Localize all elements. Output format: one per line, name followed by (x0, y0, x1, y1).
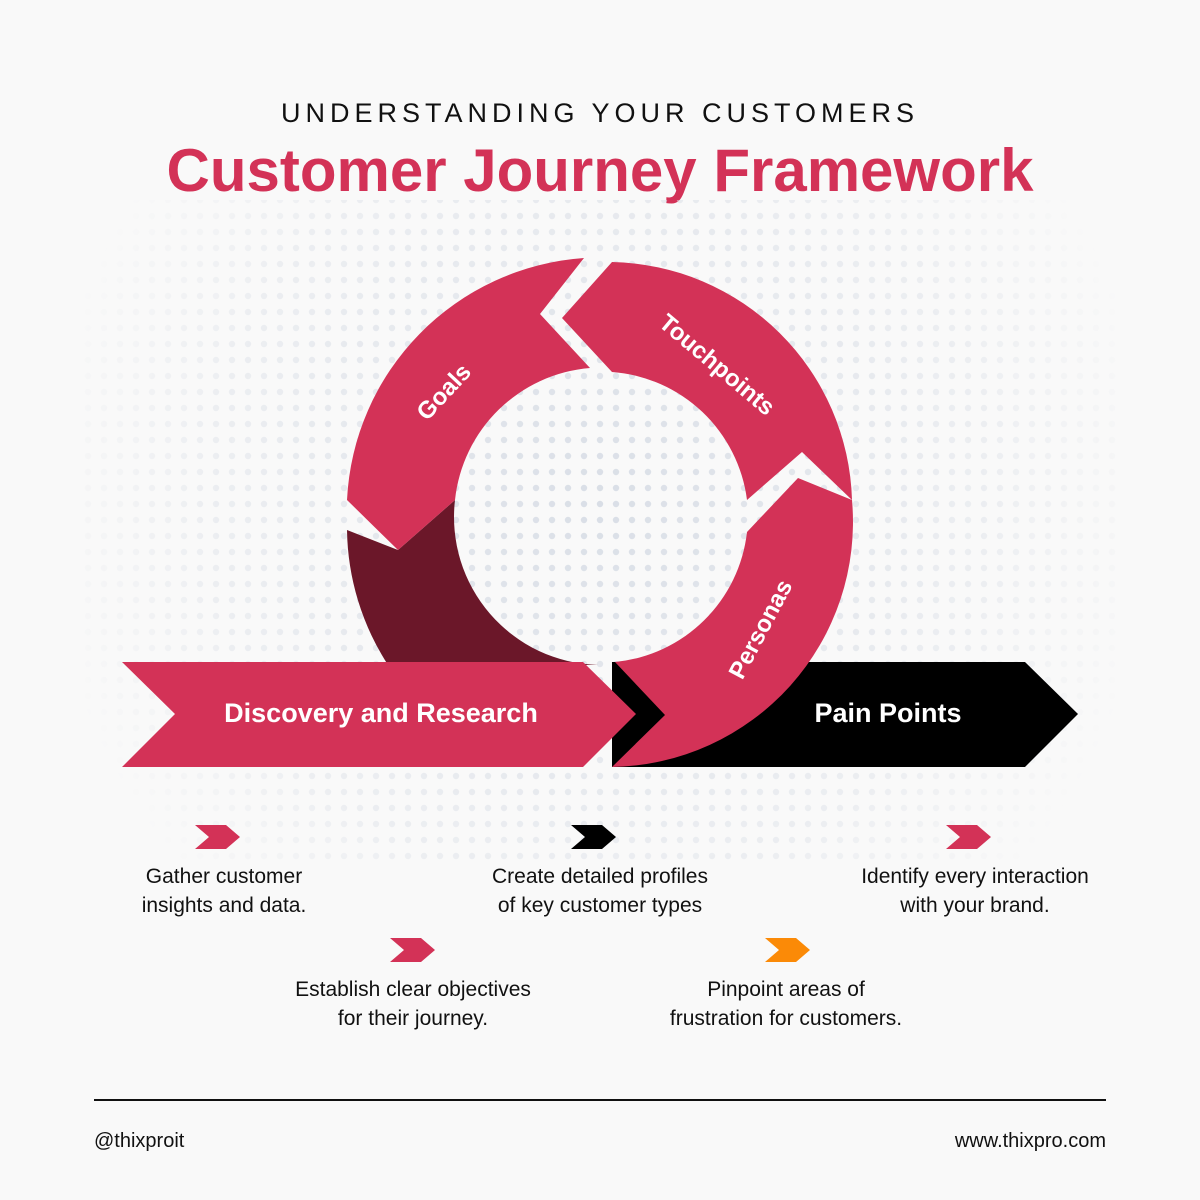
chevron-icon-frustration (765, 938, 810, 962)
eyebrow-heading: UNDERSTANDING YOUR CUSTOMERS (280, 98, 920, 128)
description-gather: Gather customer insights and data. (141, 865, 307, 917)
discovery-arrow (122, 662, 636, 767)
touchpoints-segment (562, 262, 852, 500)
goals-tail-segment (347, 500, 598, 665)
chevron-icon-gather (195, 825, 240, 849)
goals-segment (347, 258, 590, 550)
personas-segment (612, 478, 853, 767)
page-title: Customer Journey Framework (166, 137, 1034, 204)
social-handle: @thixproit (94, 1130, 185, 1152)
website-link[interactable]: www.thixpro.com (954, 1130, 1106, 1152)
description-profiles: Create detailed profiles of key customer… (492, 865, 708, 917)
chevron-icon-interaction (946, 825, 991, 849)
chevron-icon-objectives (390, 938, 435, 962)
discovery-label: Discovery and Research (224, 698, 538, 728)
chevron-icon-profiles (571, 825, 616, 849)
description-interaction: Identify every interaction with your bra… (861, 865, 1089, 917)
footer-divider (94, 1099, 1106, 1101)
description-frustration: Pinpoint areas of frustration for custom… (669, 978, 903, 1030)
pain-points-label: Pain Points (814, 698, 961, 728)
description-objectives: Establish clear objectives for their jou… (295, 978, 531, 1030)
